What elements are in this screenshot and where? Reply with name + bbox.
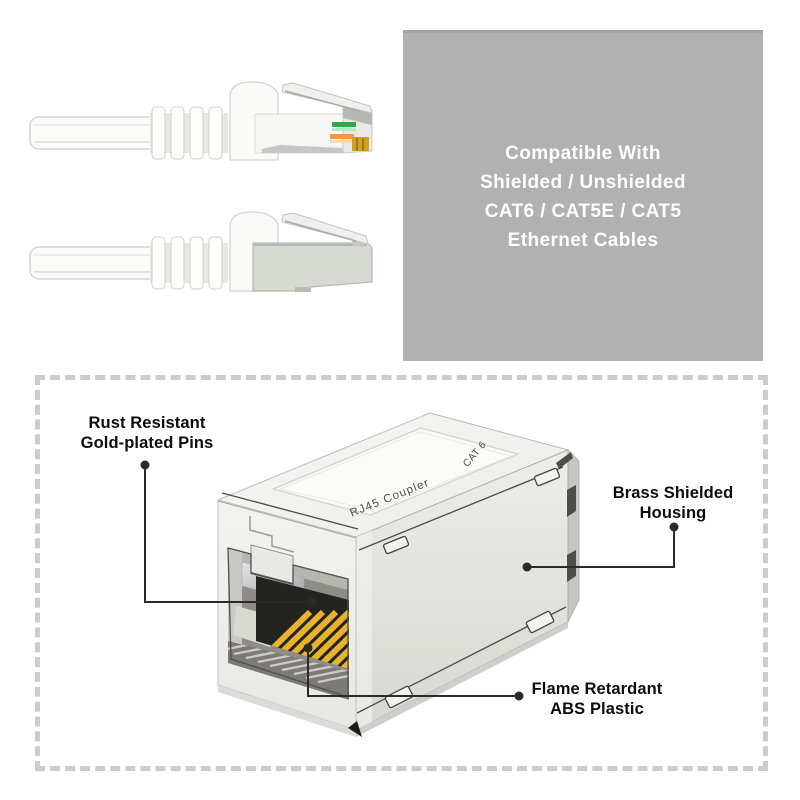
callout-label-plastic: Flame Retardant ABS Plastic	[497, 680, 697, 719]
bottom-bevel-front	[218, 685, 356, 737]
callout-housing-line-2: Housing	[639, 503, 707, 522]
boot-fins	[151, 236, 223, 290]
coupler-label-panel	[270, 427, 521, 516]
boot-fins	[151, 106, 223, 160]
gold-contacts	[352, 137, 369, 151]
bottom-corner-mark	[348, 721, 362, 737]
metal-shield	[252, 242, 373, 292]
callout-lines	[140, 460, 679, 701]
cavity-outline	[227, 547, 349, 698]
callout-line-plastic	[307, 648, 519, 697]
coupler-right-bevel	[567, 449, 580, 623]
callout-pins-line-2: Gold-plated Pins	[80, 433, 214, 452]
utp-cable-illustration	[29, 81, 373, 161]
shielded-cable-illustration	[29, 211, 373, 292]
callout-housing-line-1: Brass Shielded	[612, 484, 734, 502]
rj45-jack-cavity	[227, 544, 349, 700]
corner-highlight	[356, 530, 372, 730]
lid-seam-top	[221, 492, 359, 530]
callout-plastic-line-2: ABS Plastic	[550, 699, 644, 718]
callout-label-housing: Brass Shielded Housing	[573, 484, 773, 523]
front-crease	[217, 500, 357, 539]
coupler-illustration: RJ45 Coupler CAT 6	[216, 412, 580, 737]
rj45-plug-unshielded	[229, 81, 373, 161]
plug-bottom-shading	[262, 145, 343, 153]
callout-plastic-line-1: Flame Retardant	[531, 680, 663, 698]
compatibility-line-2: Shielded / Unshielded	[480, 172, 686, 193]
wire-green-white	[332, 128, 356, 131]
callout-label-pins: Rust Resistant Gold-plated Pins	[37, 414, 257, 453]
diagram-frame	[35, 375, 768, 771]
wire-green	[332, 122, 356, 127]
wire-orange-white	[330, 140, 354, 143]
shield-notch	[295, 287, 311, 292]
wire-orange	[330, 134, 354, 139]
bottom-bevel-right	[356, 622, 568, 737]
compatibility-note: Compatible With Shielded / Unshielded CA…	[403, 30, 763, 361]
lid-seam-right	[358, 466, 564, 551]
compatibility-line-1: Compatible With	[505, 143, 661, 164]
cable-jacket	[29, 116, 163, 150]
label-panel-inner-edge	[278, 431, 513, 511]
rj45-plug-shielded	[229, 211, 373, 292]
lid-notch-steps	[249, 516, 295, 553]
callout-line-housing	[527, 527, 675, 568]
plug-latch	[281, 212, 369, 245]
compatibility-line-4: Ethernet Cables	[507, 230, 659, 251]
cable-jacket	[29, 246, 163, 280]
callout-line-pins	[144, 465, 312, 603]
callout-pins-line-1: Rust Resistant	[88, 414, 206, 432]
bevel-slot	[567, 485, 576, 517]
corner-slot	[556, 452, 573, 469]
plug-latch	[281, 82, 373, 114]
compatibility-line-3: CAT6 / CAT5E / CAT5	[484, 201, 682, 222]
